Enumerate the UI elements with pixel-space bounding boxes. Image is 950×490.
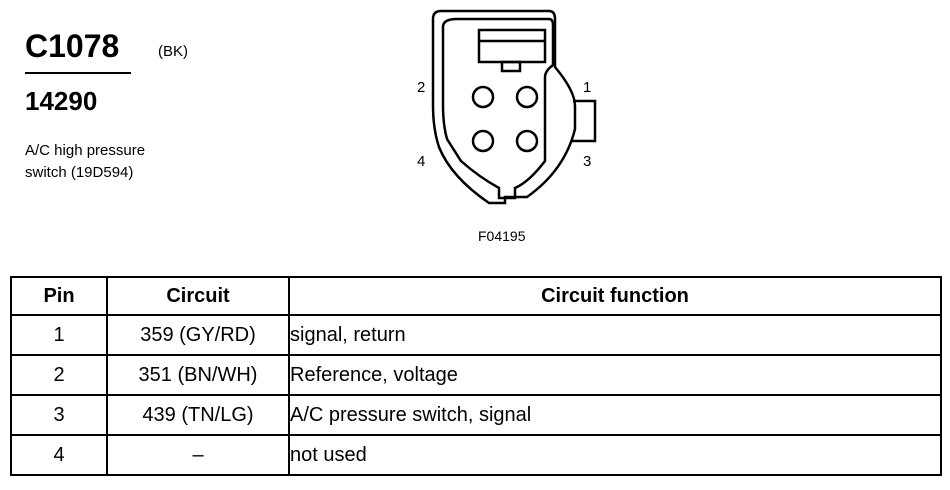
pin-hole-2 <box>471 85 495 109</box>
pinout-table: Pin Circuit Circuit function 1 359 (GY/R… <box>10 276 942 476</box>
circuit-cell: – <box>106 434 290 476</box>
description-line: switch (19D594) <box>25 164 134 181</box>
circuit-cell: 439 (TN/LG) <box>106 394 290 436</box>
color-code: (BK) <box>158 43 188 60</box>
component-description: A/C high pressure switch (19D594) <box>25 140 225 184</box>
connector-id: C1078 <box>25 28 120 64</box>
pin-cell: 4 <box>10 434 108 476</box>
circuit-cell: 351 (BN/WH) <box>106 354 290 396</box>
table-row: 4 – not used <box>10 434 942 476</box>
column-header-pin: Pin <box>10 276 108 316</box>
table-row: 2 351 (BN/WH) Reference, voltage <box>10 354 942 396</box>
pin-label-2: 2 <box>417 79 425 96</box>
circuit-cell: 359 (GY/RD) <box>106 314 290 356</box>
circuit-function-cell: signal, return <box>288 314 942 356</box>
circuit-function-cell: Reference, voltage <box>288 354 942 396</box>
pin-hole-3 <box>515 129 539 153</box>
description-line: A/C high pressure <box>25 142 146 159</box>
pin-cell: 1 <box>10 314 108 356</box>
circuit-function-cell: A/C pressure switch, signal <box>288 394 942 436</box>
title-rule <box>25 72 131 74</box>
connector-inner-body <box>441 17 555 200</box>
column-header-circuit: Circuit <box>106 276 290 316</box>
pin-label-1: 1 <box>583 79 591 96</box>
column-header-circuit-function: Circuit function <box>288 276 942 316</box>
figure-id: F04195 <box>478 228 526 244</box>
pin-label-4: 4 <box>417 153 425 170</box>
table-header-row: Pin Circuit Circuit function <box>10 276 942 316</box>
connector-side-latch <box>571 99 597 143</box>
circuit-function-cell: not used <box>288 434 942 476</box>
connector-face-diagram: 1 2 3 4 <box>417 9 597 205</box>
pin-cell: 3 <box>10 394 108 436</box>
pin-hole-4 <box>471 129 495 153</box>
pin-cell: 2 <box>10 354 108 396</box>
table-row: 1 359 (GY/RD) signal, return <box>10 314 942 356</box>
connector-key <box>477 28 547 64</box>
pin-hole-1 <box>515 85 539 109</box>
part-number: 14290 <box>25 86 98 116</box>
table-row: 3 439 (TN/LG) A/C pressure switch, signa… <box>10 394 942 436</box>
pin-label-3: 3 <box>583 153 591 170</box>
